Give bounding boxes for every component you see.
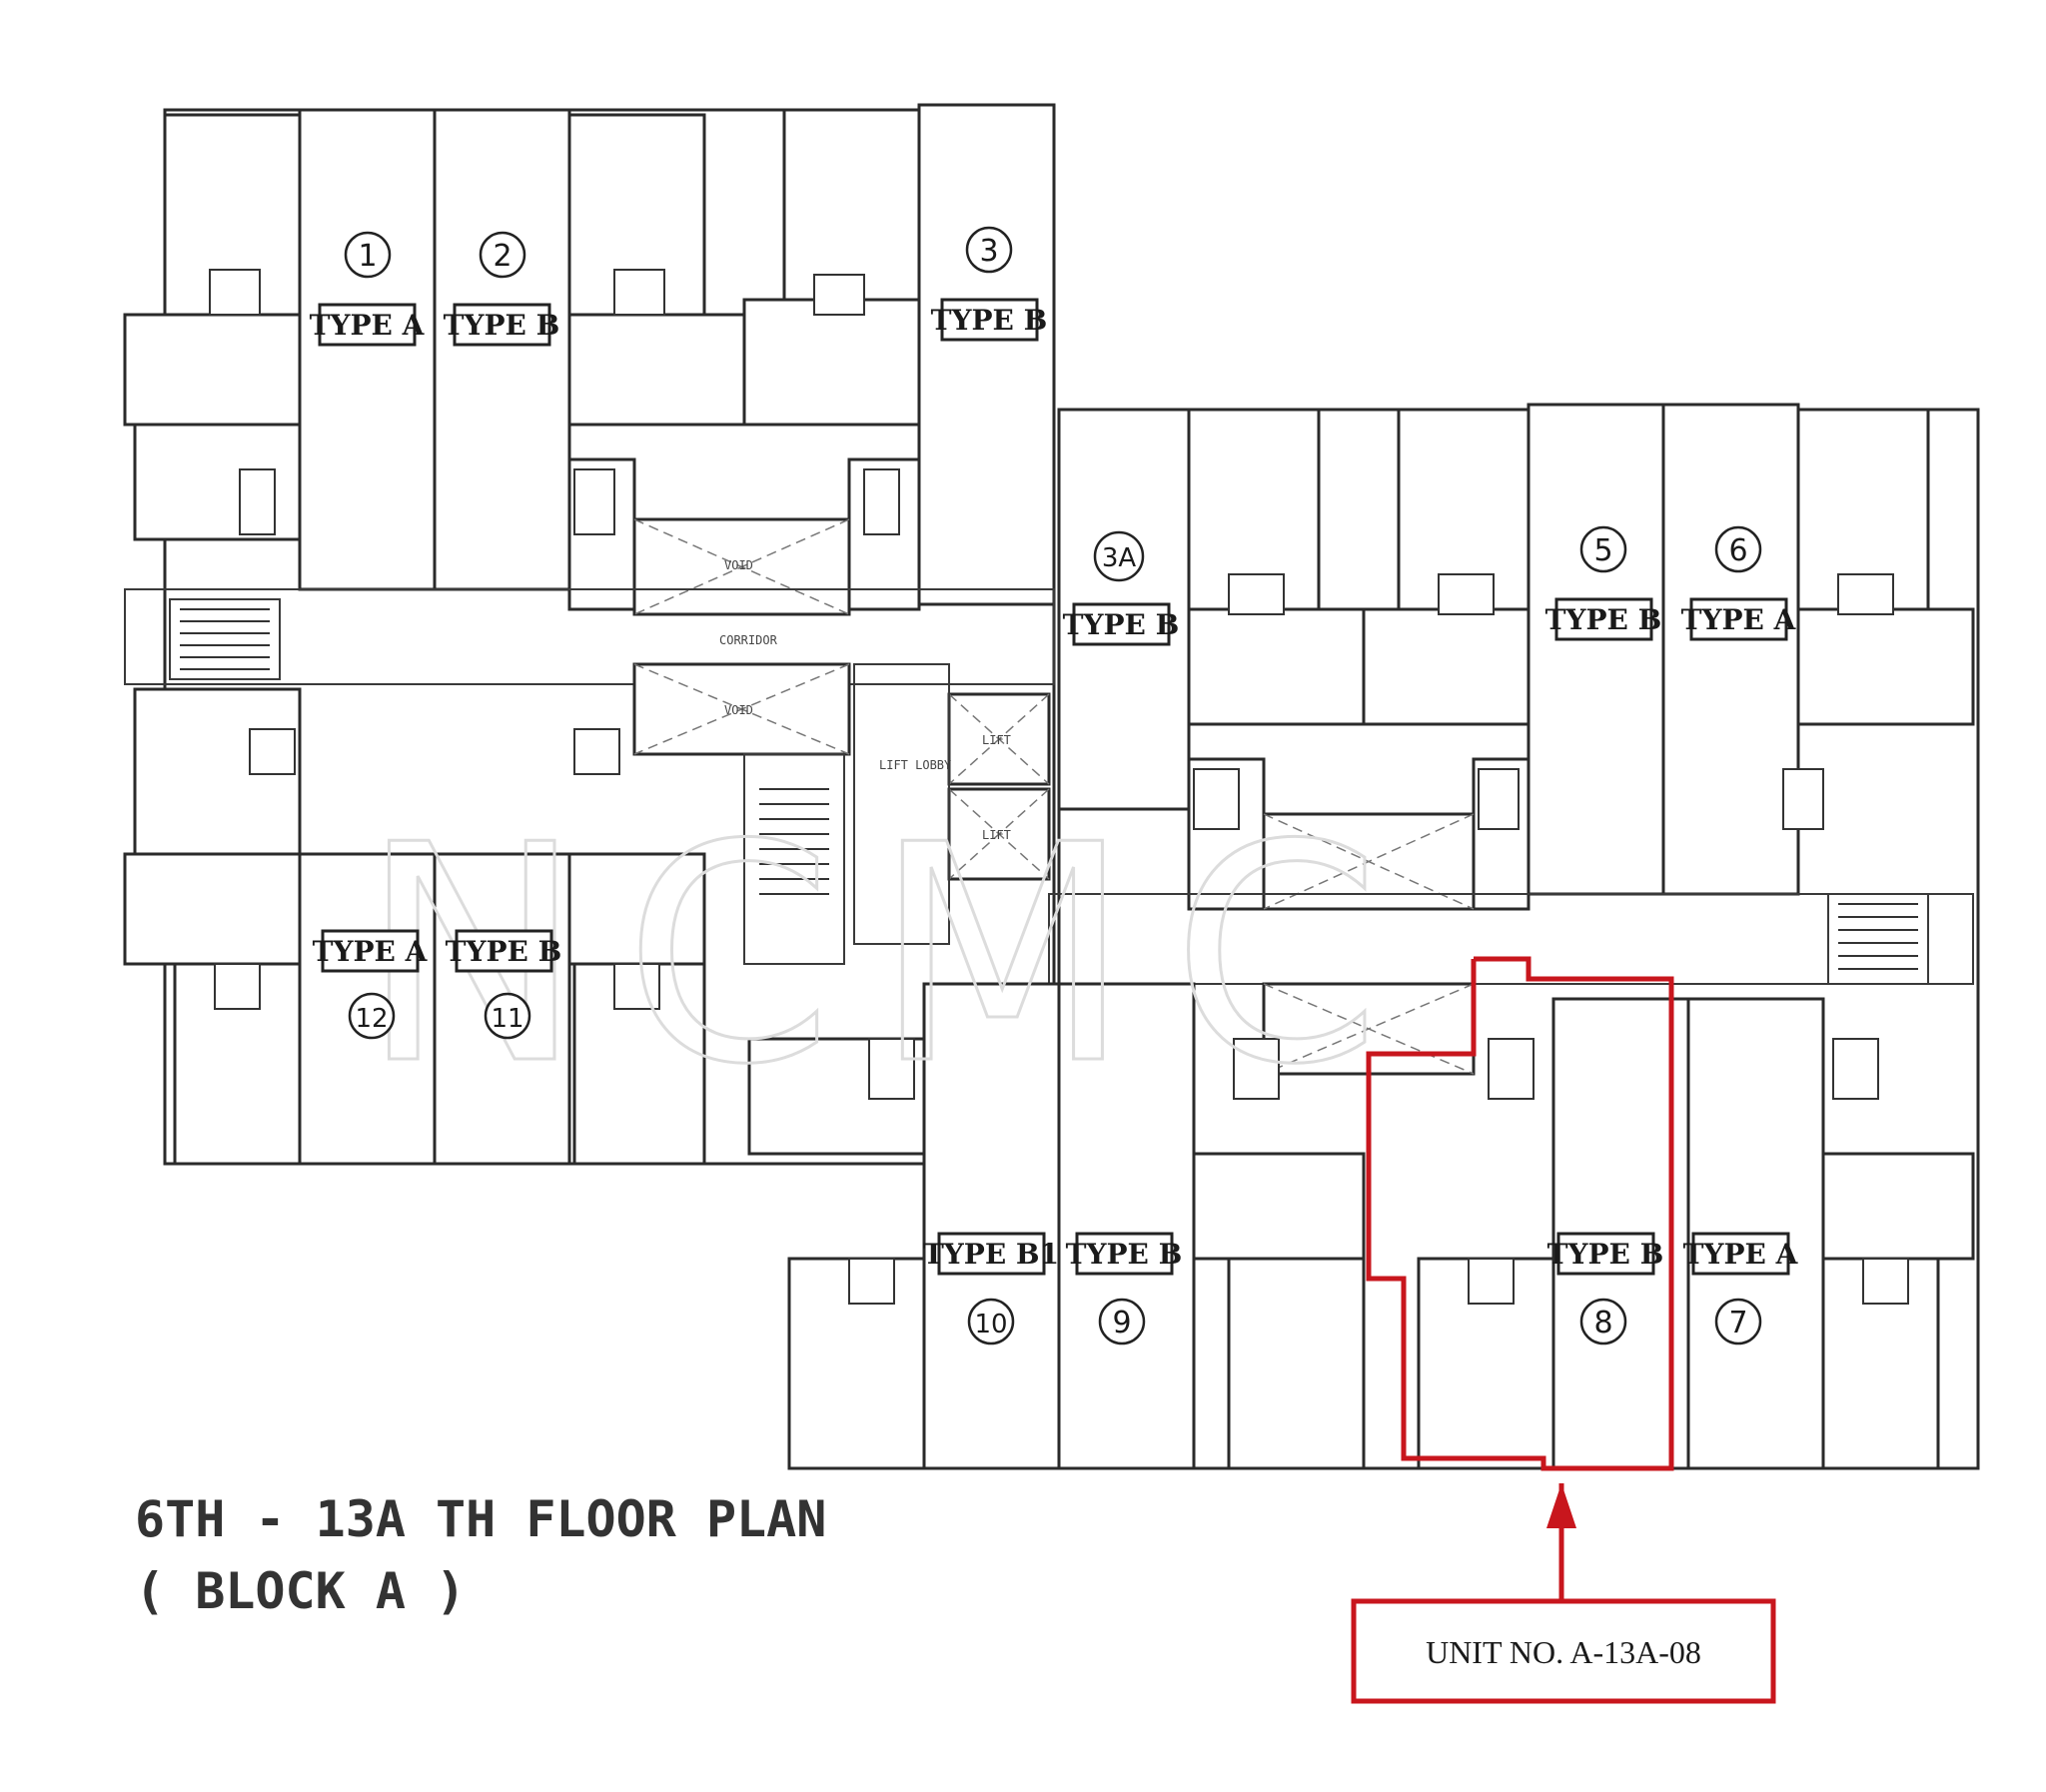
unit-type-tag: TYPE B [1063, 608, 1180, 641]
unit-number: 3A [1102, 543, 1137, 573]
core: LIFT LIFT LIFT LOBBY [743, 663, 1051, 965]
unit-number-circle [965, 226, 1013, 274]
unit-number: 12 [355, 1004, 388, 1034]
unit-number-circle [1098, 1298, 1146, 1345]
unit-type-tag: TYPE B [1545, 603, 1662, 636]
unit-number-circle [1714, 1298, 1762, 1345]
unit-type-tag: TYPE B [1066, 1238, 1183, 1271]
void-label-2: VOID [724, 558, 753, 572]
unit-type-tag: TYPE A [310, 309, 426, 342]
unit-number-circle [1579, 525, 1627, 573]
unit-number: 2 [493, 239, 512, 274]
unit-number: 9 [1112, 1306, 1131, 1341]
unit-8-highlight [1366, 956, 1674, 1471]
unit-number: 7 [1728, 1306, 1747, 1341]
staircase-west [180, 608, 270, 670]
unit-number-circle [348, 992, 396, 1040]
unit-number: 6 [1728, 533, 1747, 568]
unit-callout-text: UNIT NO. A-13A-08 [1426, 1634, 1701, 1670]
unit-number: 3 [979, 234, 998, 269]
staircase-core [759, 788, 829, 895]
unit-type-tag: TYPE B [1547, 1238, 1664, 1271]
unit-number: 5 [1593, 533, 1612, 568]
void-label-1: VOID [724, 703, 753, 717]
unit-type-tag: TYPE B1 [923, 1238, 1059, 1271]
unit-type-tag: TYPE A [313, 935, 429, 968]
unit-number: 8 [1593, 1306, 1612, 1341]
unit-number-circle [1579, 1298, 1627, 1345]
unit-type-tag: TYPE B [444, 309, 560, 342]
unit-labels: 1 TYPE A 2 TYPE B 3 TYPE B 3A TYPE B 5 T… [310, 226, 1799, 1345]
lift-lobby-label: LIFT LOBBY [879, 758, 952, 772]
unit-number: 10 [974, 1310, 1007, 1340]
staircase-east [1838, 903, 1918, 970]
unit-type-tag: TYPE B [931, 304, 1048, 337]
unit-type-tag: TYPE A [1681, 603, 1797, 636]
lift-label-2: LIFT [982, 828, 1011, 842]
unit-number-circle [344, 231, 392, 279]
lift-label-1: LIFT [982, 733, 1011, 747]
unit-number: 1 [358, 239, 377, 274]
unit-type-tag: TYPE A [1683, 1238, 1799, 1271]
unit-number-circle [1093, 530, 1145, 582]
unit-number-circle [479, 231, 526, 279]
unit-number: 11 [491, 1004, 523, 1034]
west-wing: CORRIDOR VOID VOID [123, 103, 1056, 1166]
corridor-label: CORRIDOR [719, 633, 778, 647]
unit-number-circle [967, 1298, 1015, 1345]
unit-type-tag: TYPE B [446, 935, 562, 968]
east-wing [747, 403, 1980, 1470]
unit-callout-box [1351, 1598, 1776, 1704]
plan-title-line2: ( BLOCK A ) [135, 1562, 466, 1620]
unit-number-circle [1714, 525, 1762, 573]
unit-number-circle [484, 992, 531, 1040]
callout-arrow [1546, 1483, 1576, 1603]
plan-title-line1: 6TH - 13A TH FLOOR PLAN [135, 1490, 826, 1548]
